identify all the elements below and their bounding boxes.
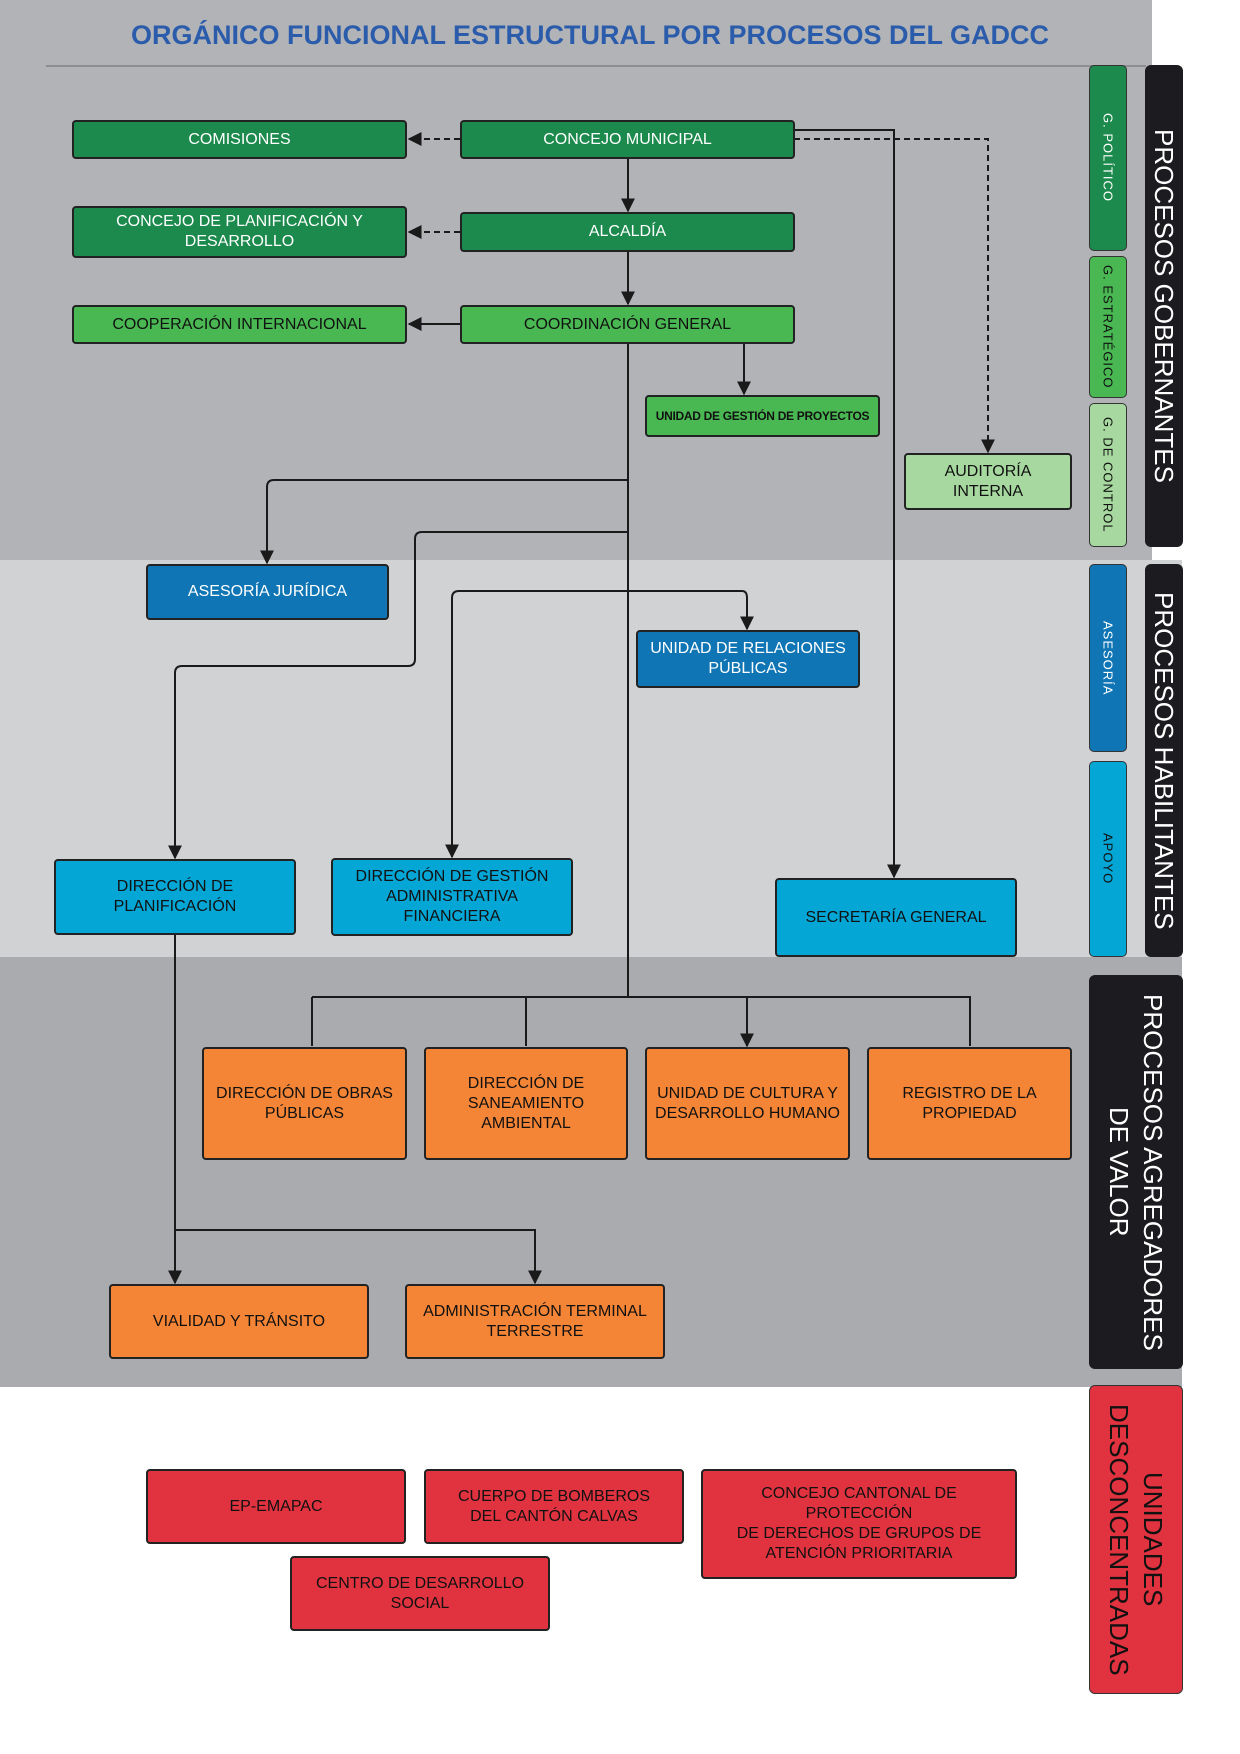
connector-gestion-admin — [445, 590, 628, 859]
cultura-box: UNIDAD DE CULTURA Y DESARROLLO HUMANO — [645, 1047, 850, 1160]
title-divider — [46, 65, 1146, 67]
label-g-control-text: G. DE CONTROL — [1100, 417, 1116, 533]
connector-dir-planificacion — [168, 531, 628, 860]
connector-agregadores-bus — [311, 996, 971, 1046]
label-apoyo-text: APOYO — [1100, 833, 1116, 885]
label-asesoria-text: ASESORÍA — [1100, 620, 1116, 696]
concejo-municipal-box: CONCEJO MUNICIPAL — [460, 120, 795, 159]
coordinacion-box: COORDINACIÓN GENERAL — [460, 305, 795, 344]
dir-planificacion-box: DIRECCIÓN DE PLANIFICACIÓN — [54, 859, 296, 935]
obras-publicas-box: DIRECCIÓN DE OBRAS PÚBLICAS — [202, 1047, 407, 1160]
secretaria-box: SECRETARÍA GENERAL — [775, 878, 1017, 957]
bar-desconcentradas-text: UNIDADES DESCONCENTRADAS — [1104, 1403, 1168, 1676]
label-g-politico: G. POLÍTICO — [1089, 65, 1127, 251]
concejo-planificacion-box: CONCEJO DE PLANIFICACIÓN Y DESARROLLO — [72, 206, 407, 258]
registro-box: REGISTRO DE LA PROPIEDAD — [867, 1047, 1072, 1160]
bar-procesos-habilitantes: PROCESOS HABILITANTES — [1145, 564, 1183, 957]
label-g-estrategico: G. ESTRATÉGICO — [1089, 256, 1127, 398]
asesoria-juridica-box: ASESORÍA JURÍDICA — [146, 564, 389, 620]
centro-social-box: CENTRO DE DESARROLLO SOCIAL — [290, 1556, 550, 1631]
connector-relaciones-publicas — [628, 590, 754, 631]
connector-planificacion-terminal — [175, 1229, 542, 1285]
connector-concejo-auditoria — [794, 138, 995, 454]
bar-unidades-desconcentradas: UNIDADES DESCONCENTRADAS — [1089, 1385, 1183, 1694]
bar-agregadores-text: PROCESOS AGREGADORES DE VALOR — [1104, 993, 1168, 1351]
page-title: ORGÁNICO FUNCIONAL ESTRUCTURAL POR PROCE… — [130, 20, 1050, 50]
cooperacion-box: COOPERACIÓN INTERNACIONAL — [72, 305, 407, 344]
label-asesoria: ASESORÍA — [1089, 564, 1127, 752]
emapac-box: EP-EMAPAC — [146, 1469, 406, 1544]
relaciones-publicas-box: UNIDAD DE RELACIONES PÚBLICAS — [636, 630, 860, 688]
bar-habilitantes-text: PROCESOS HABILITANTES — [1149, 591, 1179, 930]
connector-concejo-secretaria — [794, 129, 901, 879]
dir-gestion-admin-box: DIRECCIÓN DE GESTIÓN ADMINISTRATIVA FINA… — [331, 858, 573, 936]
alcaldia-box: ALCALDÍA — [460, 212, 795, 252]
bomberos-box: CUERPO DE BOMBEROS DEL CANTÓN CALVAS — [424, 1469, 684, 1544]
auditoria-box: AUDITORÍA INTERNA — [904, 453, 1072, 510]
unidad-proyectos-box: UNIDAD DE GESTIÓN DE PROYECTOS — [645, 395, 880, 437]
saneamiento-box: DIRECCIÓN DE SANEAMIENTO AMBIENTAL — [424, 1047, 628, 1160]
vialidad-box: VIALIDAD Y TRÁNSITO — [109, 1284, 369, 1359]
connector-asesoria-juridica — [260, 479, 628, 565]
label-g-estrategico-text: G. ESTRATÉGICO — [1100, 265, 1116, 389]
bar-procesos-agregadores: PROCESOS AGREGADORES DE VALOR — [1089, 975, 1183, 1369]
label-g-control: G. DE CONTROL — [1089, 403, 1127, 547]
bar-procesos-gobernantes: PROCESOS GOBERNANTES — [1145, 65, 1183, 547]
label-g-politico-text: G. POLÍTICO — [1100, 113, 1116, 203]
bar-gobernantes-text: PROCESOS GOBERNANTES — [1149, 129, 1179, 483]
comisiones-box: COMISIONES — [72, 120, 407, 159]
label-apoyo: APOYO — [1089, 761, 1127, 957]
concejo-cantonal-box: CONCEJO CANTONAL DE PROTECCIÓN DE DERECH… — [701, 1469, 1017, 1579]
terminal-box: ADMINISTRACIÓN TERMINAL TERRESTRE — [405, 1284, 665, 1359]
